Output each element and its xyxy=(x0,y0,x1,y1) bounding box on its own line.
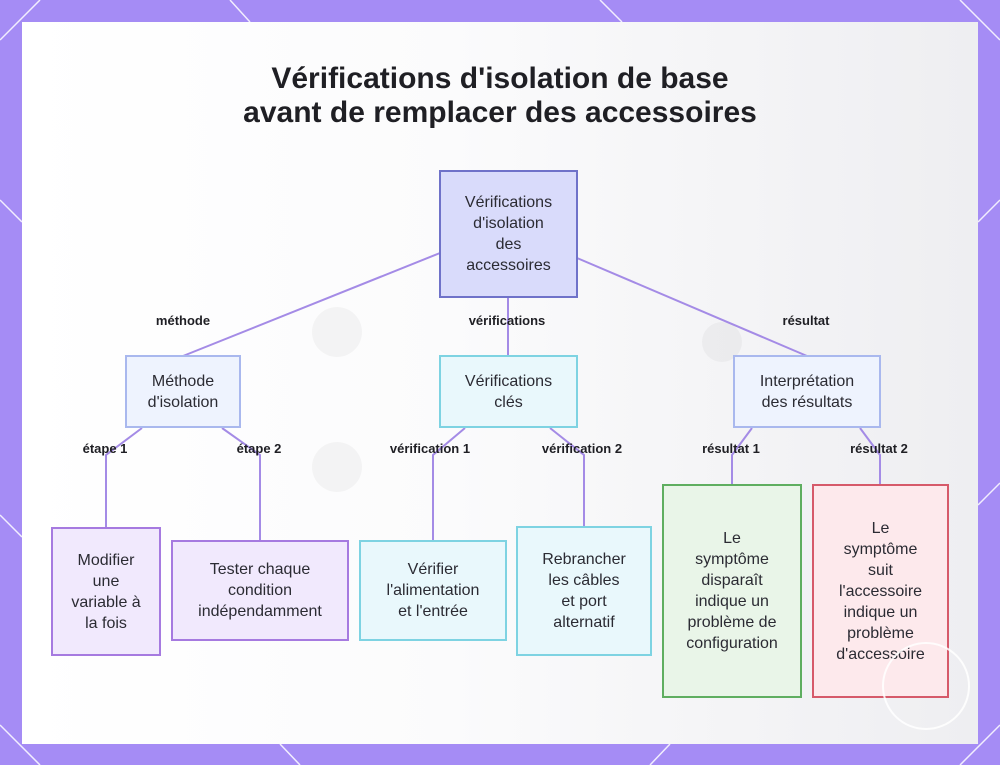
node-result-1: Le symptôme disparaît indique un problèm… xyxy=(662,484,802,698)
edge-root-method xyxy=(182,252,441,357)
edge-label-check1: vérification 1 xyxy=(389,441,471,456)
node-results-interpretation: Interprétation des résultats xyxy=(733,355,881,428)
node-isolation-method: Méthode d'isolation xyxy=(125,355,241,428)
edge-results-result1 xyxy=(731,427,753,485)
edge-label-step2: étape 2 xyxy=(236,441,282,456)
edge-root-results xyxy=(576,257,808,357)
title-line-1: Vérifications d'isolation de base xyxy=(271,62,729,95)
edge-label-check2: vérification 2 xyxy=(541,441,623,456)
edge-method-step1 xyxy=(105,427,143,528)
node-check-1: Vérifier l'alimentation et l'entrée xyxy=(359,540,507,641)
edge-method-step2 xyxy=(221,427,261,541)
edge-label-checks: vérifications xyxy=(468,313,546,328)
edge-label-method: méthode xyxy=(155,313,211,328)
diagram-title: Vérifications d'isolation de base avant … xyxy=(0,62,1000,130)
node-step-2: Tester chaque condition indépendamment xyxy=(171,540,349,641)
edge-label-results: résultat xyxy=(782,313,830,328)
node-key-checks: Vérifications clés xyxy=(439,355,578,428)
title-line-2: avant de remplacer des accessoires xyxy=(243,96,757,129)
edge-checks-check1 xyxy=(432,427,466,541)
node-step-1: Modifier une variable à la fois xyxy=(51,527,161,656)
edge-label-step1: étape 1 xyxy=(82,441,128,456)
corner-badge-icon xyxy=(882,642,970,730)
node-check-2: Rebrancher les câbles et port alternatif xyxy=(516,526,652,656)
edge-label-result2: résultat 2 xyxy=(850,441,908,456)
edge-label-result1: résultat 1 xyxy=(702,441,760,456)
node-root: Vérifications d'isolation des accessoire… xyxy=(439,170,578,298)
edge-checks-check2 xyxy=(549,427,585,527)
edge-results-result2 xyxy=(859,427,881,485)
